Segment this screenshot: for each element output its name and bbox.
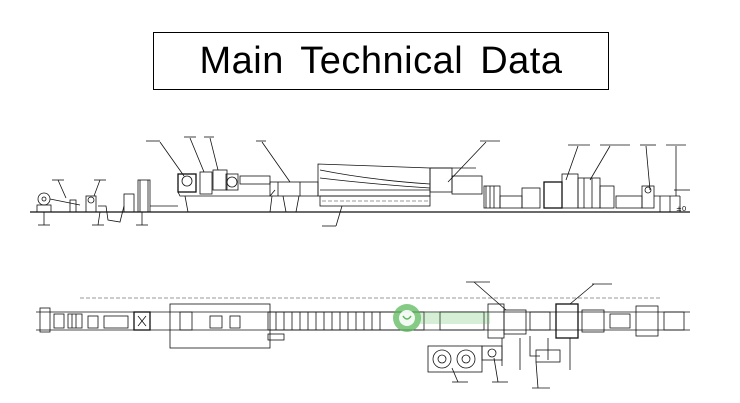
watermark-logo — [393, 304, 490, 332]
page-title: Main Technical Data — [199, 39, 563, 82]
title-box: Main Technical Data — [153, 32, 609, 90]
elevation-view: ±0 — [30, 136, 690, 227]
elevation-mark: ±0 — [676, 205, 686, 213]
plan-view — [36, 281, 690, 389]
